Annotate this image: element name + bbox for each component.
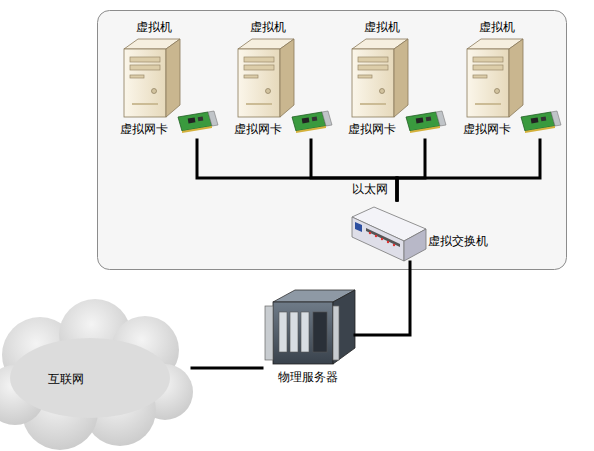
- network-label: 以太网: [352, 182, 388, 196]
- node-sublabel: 虚拟网卡: [348, 122, 396, 136]
- virtual-machine: 虚拟机虚拟网卡: [461, 15, 558, 140]
- node-label: 虚拟交换机: [428, 234, 488, 248]
- node-label: 虚拟机: [136, 20, 172, 34]
- server-icon: [265, 290, 355, 364]
- network-link: [197, 140, 397, 200]
- network-link: [311, 140, 397, 200]
- node-sublabel: 虚拟网卡: [463, 122, 511, 136]
- node-label: 虚拟机: [479, 20, 515, 34]
- node-label: 互联网: [48, 372, 84, 386]
- network-link: [355, 262, 410, 335]
- node-label: 虚拟机: [250, 20, 286, 34]
- virtual-switch: 虚拟交换机: [348, 200, 508, 262]
- host-container: [98, 11, 567, 270]
- node-sublabel: 虚拟网卡: [234, 122, 282, 136]
- network-link: [397, 140, 540, 200]
- physical-server: 物理服务器: [262, 288, 355, 388]
- network-link: [397, 140, 425, 200]
- node-sublabel: 虚拟网卡: [120, 122, 168, 136]
- internet-cloud-node: 互联网: [0, 298, 192, 451]
- virtual-machine: 虚拟机虚拟网卡: [118, 15, 215, 140]
- network-link: [192, 367, 262, 370]
- node-label: 虚拟机: [364, 20, 400, 34]
- virtual-machine: 虚拟机虚拟网卡: [346, 15, 443, 140]
- internet-cloud: [0, 299, 193, 450]
- switch-icon: [352, 207, 426, 261]
- virtual-machine: 虚拟机虚拟网卡: [232, 15, 329, 140]
- virtual-machine-icons: [124, 39, 523, 117]
- node-label: 物理服务器: [278, 370, 338, 384]
